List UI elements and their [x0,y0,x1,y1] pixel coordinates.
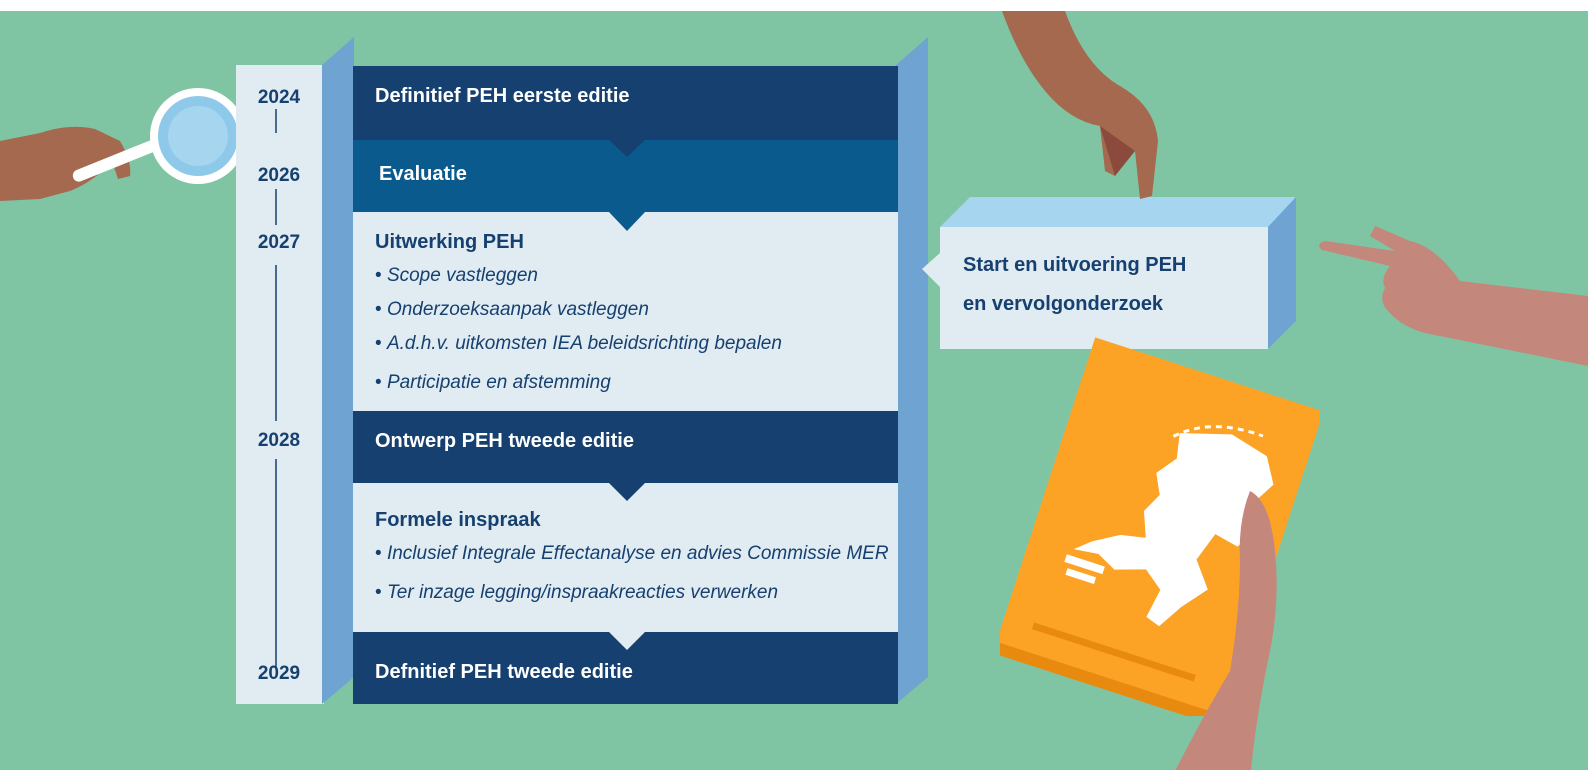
phase-column-side [896,37,928,704]
hand-with-magnifier [0,88,246,201]
phase-bullet: Scope vastleggen [375,266,538,285]
phase-title: Definitief PEH eerste editie [375,85,630,107]
callout-box-shape [922,197,1296,349]
phase-connector [608,139,646,157]
callout-line: en vervolgonderzoek [963,293,1164,315]
phase-title: Evaluatie [379,163,467,185]
phase-bullet: A.d.h.v. uitkomsten IEA beleidsrichting … [375,334,782,353]
phase-band: Ontwerp PEH tweede editie [353,411,898,483]
phase-title: Ontwerp PEH tweede editie [375,430,634,452]
top-hand-icon [1002,11,1158,199]
bottom-hand-icon [1175,491,1277,770]
phase-title: Formele inspraak [375,509,541,531]
phase-bullet: Participatie en afstemming [375,373,611,392]
year-label: 2029 [257,663,301,684]
phase-band: Formele inspraak Inclusief Integrale Eff… [353,483,898,632]
phase-bullet: Inclusief Integrale Effectanalyse en adv… [375,544,889,563]
right-hand-icon [1319,226,1588,366]
magnifying-glass-icon [72,88,246,184]
year-column [236,65,324,704]
phase-connector [608,482,646,501]
phase-band: Definitief PEH eerste editie [353,66,898,140]
year-label: 2026 [257,165,301,186]
phase-bullet: Ter inzage legging/inspraakreacties verw… [375,583,778,602]
phase-title: Defnitief PEH tweede editie [375,661,633,683]
phase-band: Uitwerking PEH Scope vastleggen Onderzoe… [353,212,898,411]
year-label: 2028 [257,430,301,451]
left-hand-icon [0,126,131,201]
netherlands-map-icon [1064,425,1274,627]
phase-connector [608,631,646,650]
year-column-side [322,37,354,704]
illustration-canvas: 2024 2026 2027 2028 2029 Definitief PEH … [0,11,1588,770]
phase-bullet: Onderzoeksaanpak vastleggen [375,300,649,319]
year-label: 2024 [257,87,301,108]
year-label: 2027 [257,232,301,253]
phase-title: Uitwerking PEH [375,231,524,253]
callout-line: Start en uitvoering PEH [963,254,1187,276]
timeline-axis [275,109,277,669]
callout-text: Start en uitvoering PEH en vervolgonderz… [963,246,1186,324]
phase-connector [615,400,639,411]
phase-connector [608,211,646,231]
